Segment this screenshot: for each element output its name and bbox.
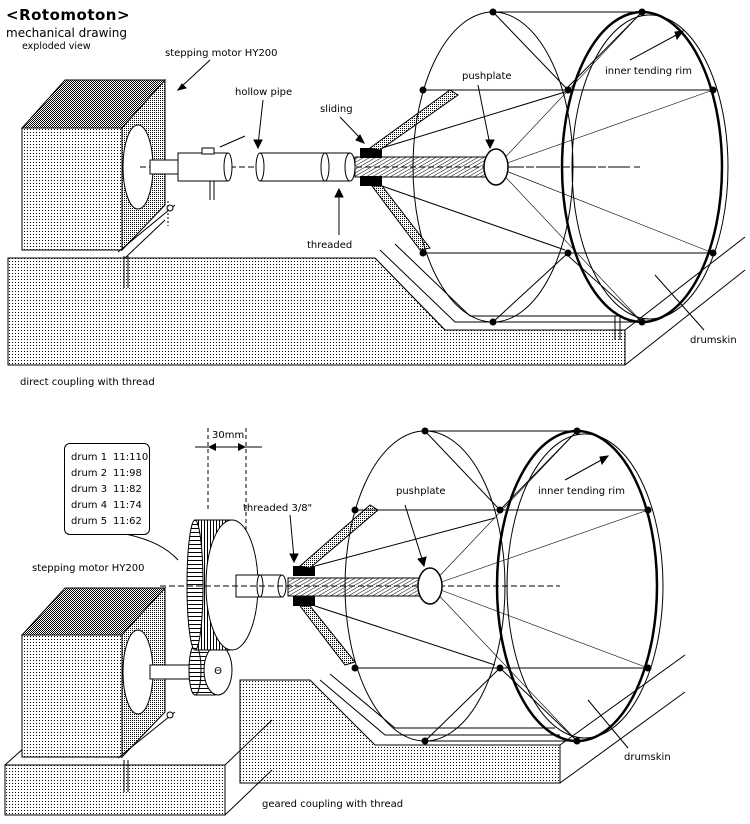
diagram-title: <Rotomoton>	[6, 6, 131, 24]
bottom-drum	[298, 427, 664, 745]
ratio-row: drum 2 11:98	[71, 468, 142, 479]
ratio-value: 11:62	[113, 516, 142, 527]
top-motor-label: stepping motor HY200	[165, 48, 278, 59]
ratio-row: drum 1 11:110	[71, 452, 148, 463]
hollow-pipe-label: hollow pipe	[235, 87, 293, 98]
dimension-label: 30mm	[212, 430, 245, 441]
bottom-drumskin-label: drumskin	[624, 752, 671, 763]
bottom-caption: geared coupling with thread	[262, 799, 404, 810]
svg-text:Θ: Θ	[214, 666, 222, 677]
bottom-motor-label: stepping motor HY200	[32, 563, 145, 574]
top-inner-rim-label: inner tending rim	[605, 66, 692, 77]
ratio-value: 11:98	[113, 468, 142, 479]
view-label: exploded view	[22, 41, 91, 52]
top-drumskin-label: drumskin	[690, 335, 737, 346]
top-pushplate-label: pushplate	[462, 71, 512, 82]
top-drum	[368, 8, 729, 340]
top-stepper-motor	[20, 78, 176, 288]
ratio-drum: drum 3	[71, 484, 108, 495]
sliding-label: sliding	[320, 104, 353, 115]
top-diagram	[7, 8, 746, 366]
ratio-drum: drum 1	[71, 452, 108, 463]
bottom-leaders	[119, 455, 629, 749]
ratio-value: 11:110	[113, 452, 149, 463]
bottom-diagram: Θ	[4, 427, 686, 816]
diagram-subtitle: mechanical drawing	[6, 26, 127, 40]
top-threaded-label: threaded	[307, 240, 353, 251]
gear-ratio-table: drum 1 11:110 drum 2 11:98 drum 3 11:82 dru…	[64, 443, 150, 535]
ratio-row: drum 3 11:82	[71, 484, 142, 495]
top-leaders	[176, 30, 705, 331]
ratio-drum: drum 5	[71, 516, 108, 527]
ratio-value: 11:74	[113, 500, 142, 511]
top-caption: direct coupling with thread	[20, 377, 155, 388]
ratio-drum: drum 4	[71, 500, 108, 511]
ratio-value: 11:82	[113, 484, 142, 495]
ratio-row: drum 4 11:74	[71, 500, 142, 511]
bottom-stepper-motor	[20, 586, 201, 792]
bottom-inner-rim-label: inner tending rim	[538, 486, 625, 497]
top-shaft-assembly	[140, 135, 630, 226]
bottom-threaded-label: threaded 3/8"	[243, 503, 313, 514]
bottom-gears: Θ	[160, 428, 560, 696]
ratio-row: drum 5 11:62	[71, 516, 142, 527]
ratio-drum: drum 2	[71, 468, 108, 479]
bottom-pushplate-label: pushplate	[396, 486, 446, 497]
